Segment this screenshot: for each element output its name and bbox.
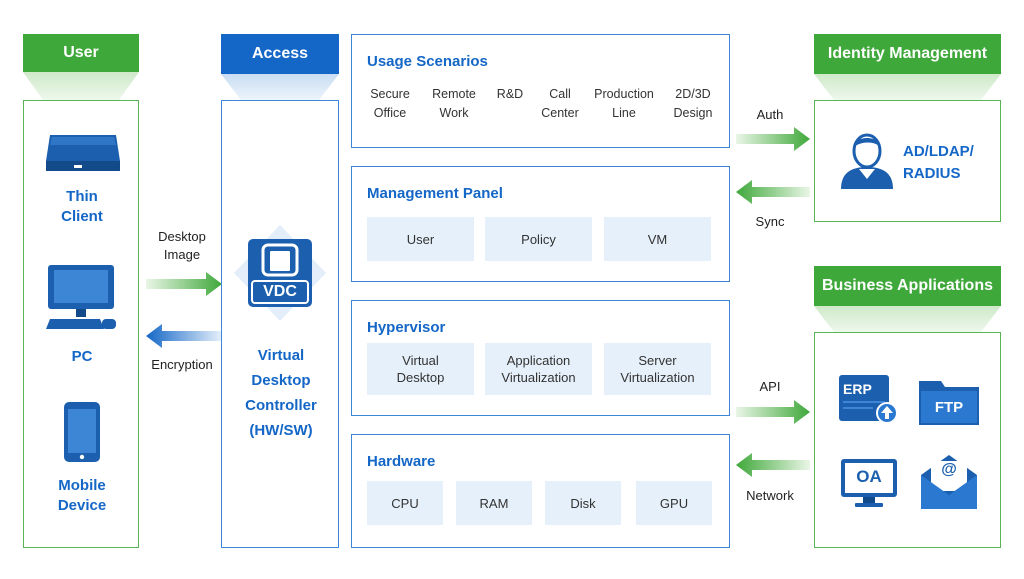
ftp-folder-icon (919, 381, 979, 425)
hardware-panel: Hardware CPU RAM Disk GPU (351, 434, 730, 548)
management-chip: Policy (485, 217, 592, 261)
thin-client-label: Thin Client (61, 188, 103, 225)
encryption-label: Encryption (151, 357, 213, 372)
network-arrow (736, 453, 810, 477)
auth-label: Auth (756, 107, 784, 122)
hypervisor-chip: Application Virtualization (485, 343, 592, 395)
hypervisor-panel: Hypervisor Virtual Desktop Application V… (351, 300, 730, 416)
hardware-chip: Disk (545, 481, 621, 525)
user-profile-icon (841, 133, 893, 189)
pc-icon (46, 265, 116, 329)
mobile-device-icon (64, 402, 100, 462)
erp-label: ERP (843, 381, 872, 397)
business-header-funnel (814, 306, 1001, 332)
encryption-arrow (146, 324, 222, 348)
hardware-title: Hardware (367, 453, 436, 470)
identity-panel: AD/LDAP/ RADIUS (814, 100, 1001, 222)
hardware-chip: GPU (636, 481, 712, 525)
usage-item: Production Line (594, 87, 654, 120)
usage-item: Secure Office (370, 87, 410, 120)
usage-scenarios-title: Usage Scenarios (367, 53, 488, 70)
erp-icon (839, 375, 898, 424)
usage-scenarios-panel: Usage Scenarios Secure Office Remote Wor… (351, 34, 730, 148)
access-header-funnel (221, 74, 339, 100)
usage-item: Call Center (541, 87, 579, 120)
usage-item: 2D/3D Design (673, 87, 713, 120)
sync-label: Sync (755, 214, 785, 229)
user-panel: Thin Client PC Mobile Device (23, 100, 139, 548)
usage-item: Remote Work (432, 87, 476, 120)
oa-label: OA (856, 467, 882, 486)
vdc-controller-label: Virtual Desktop Controller (HW/SW) (245, 347, 317, 439)
desktop-image-arrow (146, 272, 222, 296)
thin-client-icon (46, 135, 120, 171)
sync-arrow (736, 180, 810, 204)
vdc-logo-icon (234, 225, 326, 321)
network-label: Network (746, 488, 794, 503)
api-arrow (736, 400, 810, 424)
oa-monitor-icon (841, 459, 897, 507)
access-header: Access (221, 34, 339, 74)
mobile-device-label: Mobile Device (57, 477, 107, 514)
user-header-funnel (23, 72, 139, 100)
management-panel: Management Panel User Policy VM (351, 166, 730, 282)
hardware-chip: RAM (456, 481, 532, 525)
hypervisor-chip: Server Virtualization (604, 343, 711, 395)
hypervisor-chip: Virtual Desktop (367, 343, 474, 395)
hypervisor-title: Hypervisor (367, 319, 446, 336)
business-panel: ERP FTP OA @ (814, 332, 1001, 548)
access-panel: VDC Virtual Desktop Controller (HW/SW) (221, 100, 339, 548)
mail-at-symbol: @ (941, 461, 957, 478)
desktop-image-label: Desktop Image (158, 229, 206, 262)
identity-header-funnel (814, 74, 1001, 100)
vdc-badge-text: VDC (263, 283, 297, 300)
identity-header: Identity Management (814, 34, 1001, 74)
auth-arrow (736, 127, 810, 151)
identity-label: AD/LDAP/ RADIUS (903, 143, 974, 182)
ftp-label: FTP (934, 399, 964, 416)
mail-icon (921, 455, 977, 509)
user-header: User (23, 34, 139, 72)
management-panel-title: Management Panel (367, 185, 503, 202)
business-header: Business Applications (814, 266, 1001, 306)
management-chip: User (367, 217, 474, 261)
hardware-chip: CPU (367, 481, 443, 525)
api-label: API (759, 379, 781, 394)
management-chip: VM (604, 217, 711, 261)
usage-item: R&D (496, 87, 524, 101)
pc-label: PC (71, 348, 93, 365)
